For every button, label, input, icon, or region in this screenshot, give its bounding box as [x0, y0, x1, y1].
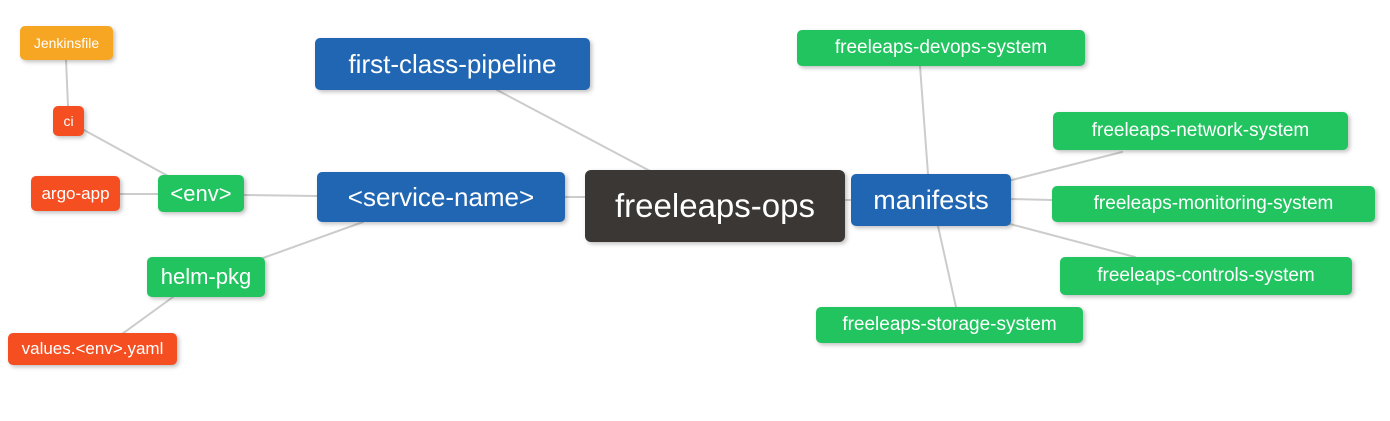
- node-values-env-yaml[interactable]: values.<env>.yaml: [8, 333, 177, 365]
- edge-service-name-helm-pkg: [262, 221, 364, 259]
- edge-manifests-monitoring: [1010, 198, 1053, 201]
- node-helm-pkg[interactable]: helm-pkg: [147, 257, 265, 297]
- node-freeleaps-monitoring-system[interactable]: freeleaps-monitoring-system: [1052, 186, 1375, 222]
- node-env[interactable]: <env>: [158, 175, 244, 212]
- edge-jenkinsfile-ci: [65, 59, 69, 107]
- edge-manifests-storage: [937, 225, 957, 308]
- edge-ci-env: [83, 129, 169, 177]
- edge-manifests-controls: [1009, 223, 1136, 258]
- edge-manifests-network: [1007, 151, 1123, 182]
- edge-env-service-name: [243, 194, 318, 197]
- node-ci[interactable]: ci: [53, 106, 84, 136]
- node-jenkinsfile[interactable]: Jenkinsfile: [20, 26, 113, 60]
- node-freeleaps-storage-system[interactable]: freeleaps-storage-system: [816, 307, 1083, 343]
- edge-manifests-devops: [919, 65, 929, 175]
- node-argo-app[interactable]: argo-app: [31, 176, 120, 211]
- node-service-name[interactable]: <service-name>: [317, 172, 565, 222]
- node-freeleaps-devops-system[interactable]: freeleaps-devops-system: [797, 30, 1085, 66]
- edge-helm-pkg-values-yaml: [121, 296, 174, 335]
- edge-fcp-freeleaps-ops: [496, 89, 651, 172]
- node-freeleaps-network-system[interactable]: freeleaps-network-system: [1053, 112, 1348, 150]
- node-freeleaps-controls-system[interactable]: freeleaps-controls-system: [1060, 257, 1352, 295]
- node-manifests[interactable]: manifests: [851, 174, 1011, 226]
- node-freeleaps-ops-root[interactable]: freeleaps-ops: [585, 170, 845, 242]
- node-first-class-pipeline[interactable]: first-class-pipeline: [315, 38, 590, 90]
